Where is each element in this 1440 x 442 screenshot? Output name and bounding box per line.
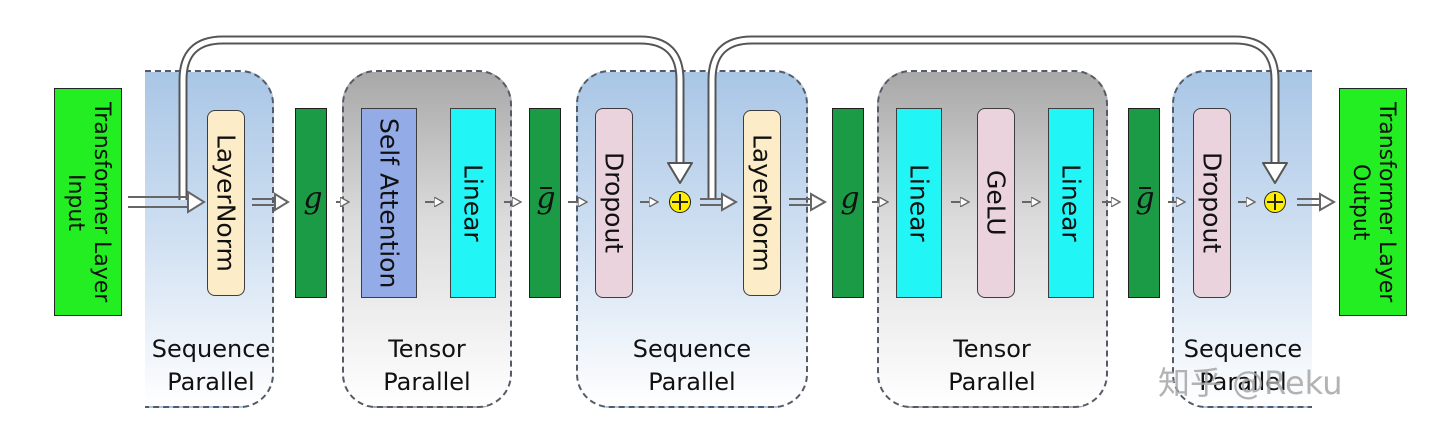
g-operator-label-1: g xyxy=(303,181,323,216)
gelu-block: GeLU xyxy=(977,108,1015,298)
self-attention-label: Self Attention xyxy=(374,117,404,289)
residual-skip-arrow-2 xyxy=(707,35,1288,200)
gbar-overline-2 xyxy=(1139,187,1151,189)
transformer-layer-input-box: Transformer Layer Input xyxy=(54,88,122,316)
linear-block-2: Linear xyxy=(896,108,942,298)
linear-block-1: Linear xyxy=(450,108,496,298)
self-attention-block: Self Attention xyxy=(361,108,417,298)
g-operator-label-2: g xyxy=(840,181,860,216)
dropout-block-1: Dropout xyxy=(595,108,633,298)
watermark-text: 知乎 @Reku xyxy=(1158,364,1343,402)
input-label-line2: Input xyxy=(63,173,88,231)
layernorm-block-2: LayerNorm xyxy=(743,110,781,296)
linear-label-3: Linear xyxy=(1056,164,1086,242)
dropout-label-2: Dropout xyxy=(1197,152,1227,254)
sequence-parallel-label-3: Sequence Parallel xyxy=(1183,335,1303,396)
linear-block-3: Linear xyxy=(1048,108,1094,298)
tensor-parallel-label-2: Tensor Parallel xyxy=(948,335,1036,396)
layernorm-label-2: LayerNorm xyxy=(747,134,777,272)
tensor-parallel-label-1: Tensor Parallel xyxy=(383,335,471,396)
gbar-operator-label-1: g xyxy=(536,181,556,216)
g-operator-bar-1 xyxy=(295,108,327,298)
dropout-block-2: Dropout xyxy=(1193,108,1231,298)
output-label: Transformer Layer Output xyxy=(1347,102,1399,302)
gelu-label: GeLU xyxy=(981,170,1011,236)
dropout-label-1: Dropout xyxy=(599,152,629,254)
gbar-overline-1 xyxy=(540,187,552,189)
residual-add-icon-1 xyxy=(669,191,691,213)
input-label: Transformer Layer Input xyxy=(62,102,114,302)
gbar-operator-bar-1 xyxy=(529,108,561,298)
output-label-line2: Output xyxy=(1348,163,1373,241)
linear-label-1: Linear xyxy=(458,164,488,242)
linear-label-2: Linear xyxy=(904,164,934,242)
transformer-layer-output-box: Transformer Layer Output xyxy=(1339,88,1407,316)
input-label-line1: Transformer Layer xyxy=(89,101,114,303)
output-label-line1: Transformer Layer xyxy=(1374,101,1399,303)
g-operator-bar-2 xyxy=(832,108,864,298)
gbar-operator-label-2: g xyxy=(1135,181,1155,216)
sequence-parallel-label-2: Sequence Parallel xyxy=(632,335,752,396)
layernorm-block-1: LayerNorm xyxy=(207,110,245,296)
residual-add-icon-2 xyxy=(1264,191,1286,213)
layernorm-label-1: LayerNorm xyxy=(211,134,241,272)
sequence-parallel-label-1: Sequence Parallel xyxy=(151,335,271,396)
gbar-operator-bar-2 xyxy=(1128,108,1160,298)
residual-skip-arrow-1 xyxy=(178,35,693,200)
